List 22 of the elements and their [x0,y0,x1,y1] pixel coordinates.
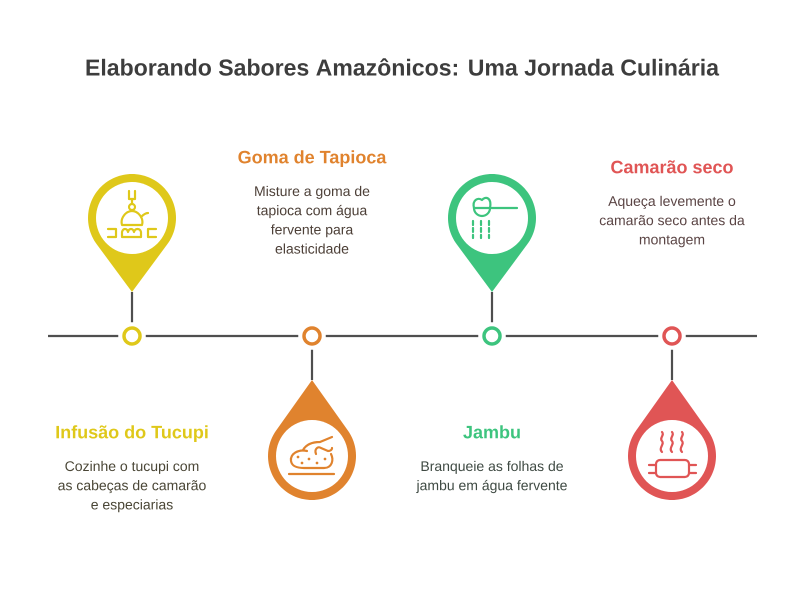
timeline [506,334,658,338]
timeline [146,334,298,338]
step-description: Misture a goma de tapioca com água fervente para elasticidade [255,186,370,254]
timeline-dot [662,326,682,346]
timeline [686,334,757,338]
step-description: Cozinhe o tucupi com as cabeças de camarão e especiarias [58,460,206,512]
step-description: Branqueie as folhas de jambu em água fervente [416,460,567,494]
stem-line [490,292,494,322]
step-heading: Camarão seco [611,160,733,174]
stem-line [130,292,134,322]
stem-line [310,350,314,380]
timeline-dot [482,326,502,346]
step-heading: Infusão do Tucupi [56,425,208,442]
stem-line [670,350,674,380]
timeline [326,334,478,338]
timeline [48,334,118,338]
title: Elaborando Sabores Amazônicos: Uma Jornada Culinária [86,58,720,76]
timeline-dot [302,326,322,346]
step-heading: Goma de Tapioca [238,150,386,168]
step-heading: Jambu [463,425,520,438]
timeline-dot [122,326,142,346]
step-description: Aqueça levemente o camarão seco antes da montagem [600,196,745,248]
